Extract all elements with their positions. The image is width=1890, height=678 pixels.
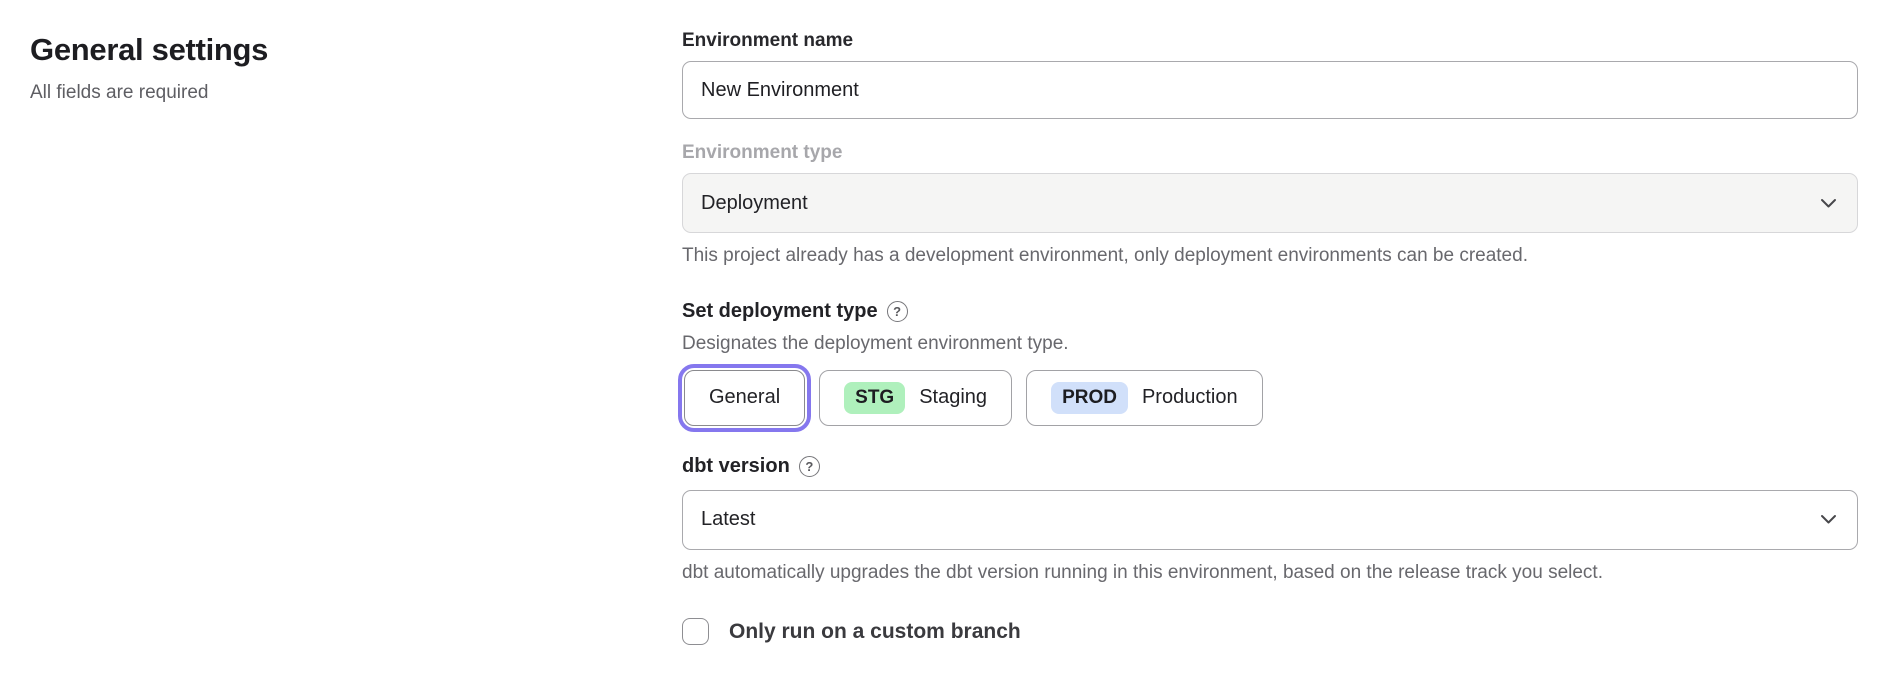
- dbt-version-heading-row: dbt version ?: [682, 455, 1858, 478]
- deployment-type-options: General STG Staging PROD Production: [682, 370, 1858, 426]
- deployment-type-option-label: General: [709, 386, 780, 409]
- dbt-version-value: Latest: [701, 508, 755, 531]
- dbt-version-select[interactable]: Latest: [682, 490, 1858, 550]
- help-icon[interactable]: ?: [887, 301, 908, 322]
- environment-name-label: Environment name: [682, 30, 1858, 52]
- deployment-type-option-label: Production: [1142, 386, 1238, 409]
- dbt-version-heading: dbt version: [682, 455, 790, 478]
- custom-branch-label[interactable]: Only run on a custom branch: [729, 620, 1021, 644]
- page-header: General settings All fields are required: [30, 32, 268, 104]
- custom-branch-checkbox[interactable]: [682, 618, 709, 645]
- page-subtitle: All fields are required: [30, 82, 268, 104]
- deployment-type-description: Designates the deployment environment ty…: [682, 333, 1858, 355]
- environment-type-select: Deployment: [682, 173, 1858, 233]
- environment-type-value: Deployment: [701, 192, 808, 215]
- deployment-type-heading: Set deployment type: [682, 300, 878, 323]
- deployment-type-option-general[interactable]: General: [684, 370, 805, 426]
- environment-type-helper: This project already has a development e…: [682, 244, 1858, 269]
- environment-type-label: Environment type: [682, 142, 1858, 164]
- deployment-type-heading-row: Set deployment type ?: [682, 300, 1858, 323]
- environment-name-input[interactable]: [682, 61, 1858, 119]
- dbt-version-helper: dbt automatically upgrades the dbt versi…: [682, 561, 1858, 586]
- chevron-down-icon: [1820, 198, 1837, 209]
- help-icon[interactable]: ?: [799, 456, 820, 477]
- deployment-type-option-production[interactable]: PROD Production: [1026, 370, 1263, 426]
- custom-branch-row: Only run on a custom branch: [682, 618, 1858, 645]
- page-title: General settings: [30, 32, 268, 68]
- chevron-down-icon: [1820, 514, 1837, 525]
- production-badge: PROD: [1051, 382, 1128, 414]
- deployment-type-option-staging[interactable]: STG Staging: [819, 370, 1012, 426]
- staging-badge: STG: [844, 382, 905, 414]
- deployment-type-option-label: Staging: [919, 386, 987, 409]
- environment-settings-form: Environment name Environment type Deploy…: [682, 30, 1858, 645]
